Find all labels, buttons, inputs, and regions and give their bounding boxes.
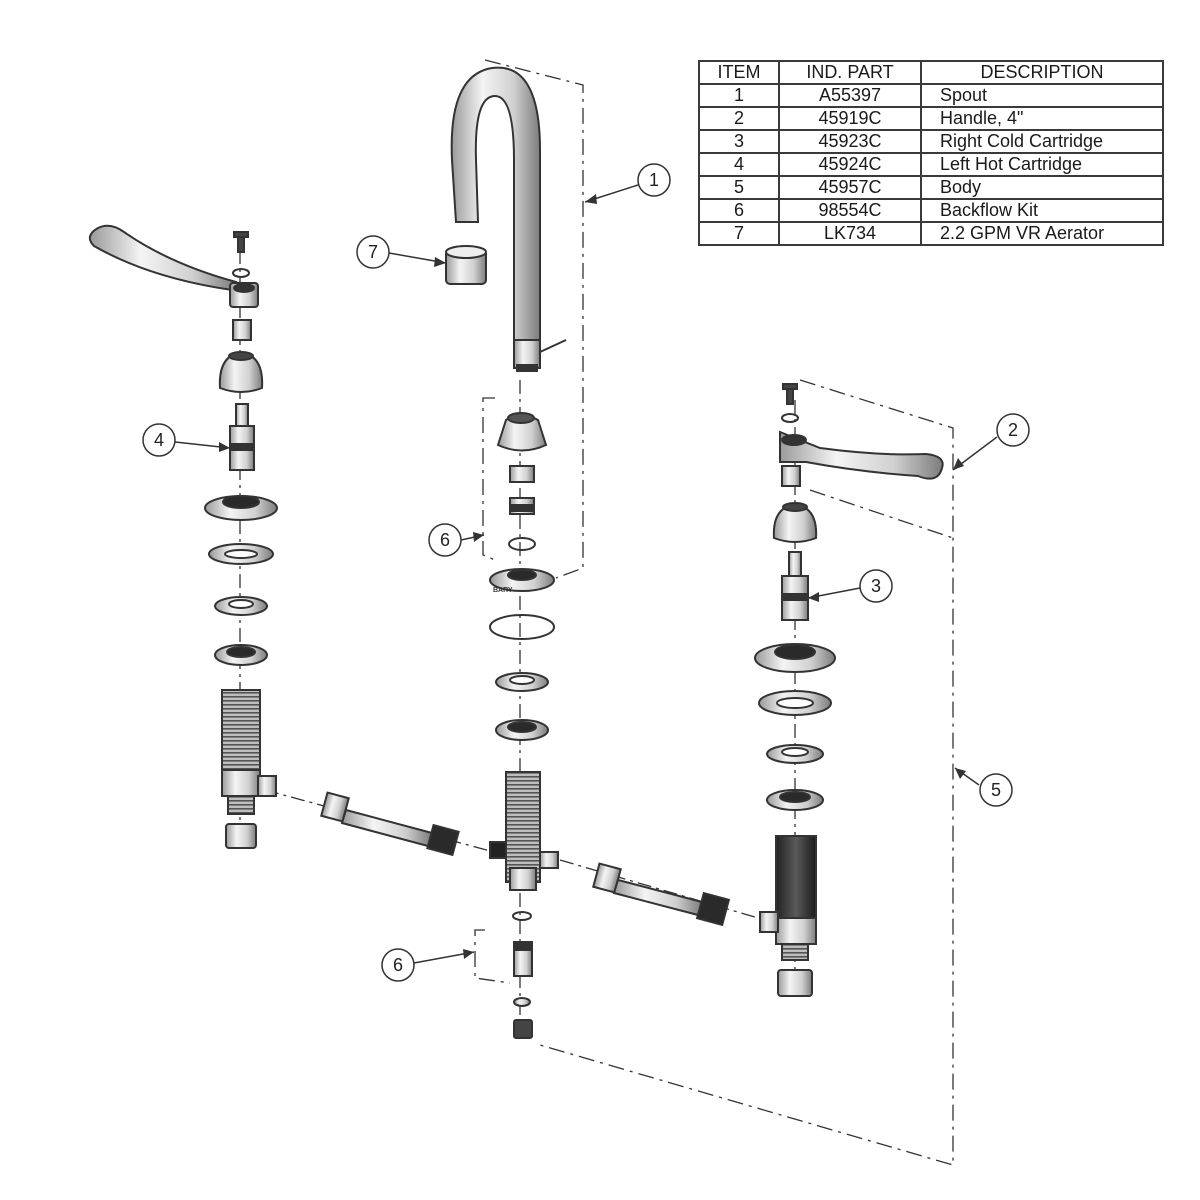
callout-arrowheads (219, 194, 966, 959)
table-row: 5 45957C Body (698, 175, 1164, 200)
center-upper-stack (489, 412, 555, 741)
cell-description: Backflow Kit (920, 198, 1164, 223)
cell-item: 2 (698, 106, 780, 131)
cell-description: Left Hot Cartridge (920, 152, 1164, 177)
callout-5: 5 (979, 773, 1013, 807)
callout-7: 7 (356, 235, 390, 269)
right-stack (754, 502, 836, 997)
svg-text:6: 6 (393, 955, 403, 975)
cell-description: Spout (920, 83, 1164, 108)
cell-part: 98554C (778, 198, 922, 223)
envelope-lines (474, 59, 954, 1166)
cell-part: 45923C (778, 129, 922, 154)
cell-part: 45957C (778, 175, 922, 200)
header-item: ITEM (698, 60, 780, 85)
callout-2: 2 (996, 413, 1030, 447)
table-row: 7 LK734 2.2 GPM VR Aerator (698, 221, 1164, 246)
center-body (489, 771, 559, 1039)
header-description: DESCRIPTION (920, 60, 1164, 85)
spout (450, 66, 567, 372)
table-row: 3 45923C Right Cold Cartridge (698, 129, 1164, 154)
table-row: 1 A55397 Spout (698, 83, 1164, 108)
table-row: 2 45919C Handle, 4" (698, 106, 1164, 131)
table-row: 6 98554C Backflow Kit (698, 198, 1164, 223)
cell-description: 2.2 GPM VR Aerator (920, 221, 1164, 246)
parts-table: ITEM IND. PART DESCRIPTION 1 A55397 Spou… (698, 60, 1164, 246)
svg-text:4: 4 (154, 430, 164, 450)
header-part: IND. PART (778, 60, 922, 85)
svg-text:3: 3 (871, 576, 881, 596)
svg-text:6: 6 (440, 530, 450, 550)
cell-part: A55397 (778, 83, 922, 108)
svg-text:5: 5 (991, 780, 1001, 800)
svg-text:2: 2 (1008, 420, 1018, 440)
table-header-row: ITEM IND. PART DESCRIPTION (698, 60, 1164, 85)
callout-6-upper: 6 (428, 523, 462, 557)
cell-description: Body (920, 175, 1164, 200)
cell-item: 6 (698, 198, 780, 223)
right-hose (592, 862, 731, 927)
cell-item: 1 (698, 83, 780, 108)
callout-4: 4 (142, 423, 176, 457)
cell-item: 7 (698, 221, 780, 246)
cell-item: 3 (698, 129, 780, 154)
cell-item: 5 (698, 175, 780, 200)
left-stack (204, 319, 278, 849)
svg-text:1: 1 (649, 170, 659, 190)
cell-description: Handle, 4" (920, 106, 1164, 131)
left-handle (88, 224, 259, 308)
svg-text:7: 7 (368, 242, 378, 262)
cell-part: 45919C (778, 106, 922, 131)
cell-item: 4 (698, 152, 780, 177)
cell-part: 45924C (778, 152, 922, 177)
cell-description: Right Cold Cartridge (920, 129, 1164, 154)
cell-part: LK734 (778, 221, 922, 246)
callout-6-lower: 6 (381, 948, 415, 982)
table-row: 4 45924C Left Hot Cartridge (698, 152, 1164, 177)
callout-1: 1 (637, 163, 671, 197)
aerator (445, 245, 487, 285)
left-hose (320, 791, 460, 857)
right-handle (779, 383, 944, 487)
logo-stamp: BARY (493, 587, 513, 594)
callout-3: 3 (859, 569, 893, 603)
